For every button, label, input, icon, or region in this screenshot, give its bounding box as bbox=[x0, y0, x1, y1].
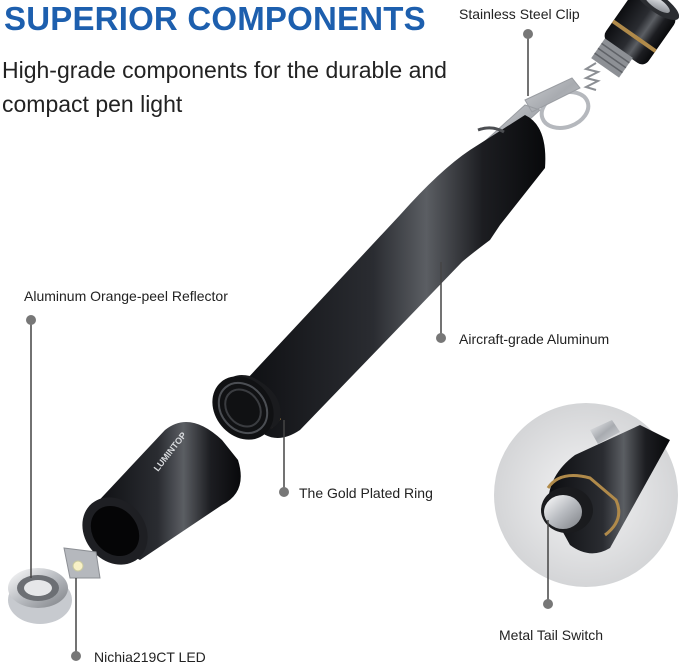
callout-clip-label: Stainless Steel Clip bbox=[459, 6, 580, 22]
callout-led-label: Nichia219CT LED bbox=[94, 649, 206, 665]
page-title: SUPERIOR COMPONENTS bbox=[4, 0, 426, 37]
callout-switch-label: Metal Tail Switch bbox=[499, 627, 604, 643]
main-barrel bbox=[212, 115, 546, 440]
reflector-ring bbox=[8, 568, 72, 624]
head-tube: LUMINTOP bbox=[82, 422, 241, 565]
nichia-led bbox=[63, 547, 101, 579]
callout-ring-label: The Gold Plated Ring bbox=[299, 485, 433, 501]
tail-cap bbox=[583, 0, 679, 91]
page-subtitle: High-grade components for the durable an… bbox=[2, 57, 447, 117]
callout-reflector-label: Aluminum Orange-peel Reflector bbox=[24, 288, 228, 304]
tail-switch-detail bbox=[494, 403, 678, 587]
callout-aluminum-label: Aircraft-grade Aluminum bbox=[459, 331, 610, 347]
callout-leaders bbox=[26, 29, 553, 661]
